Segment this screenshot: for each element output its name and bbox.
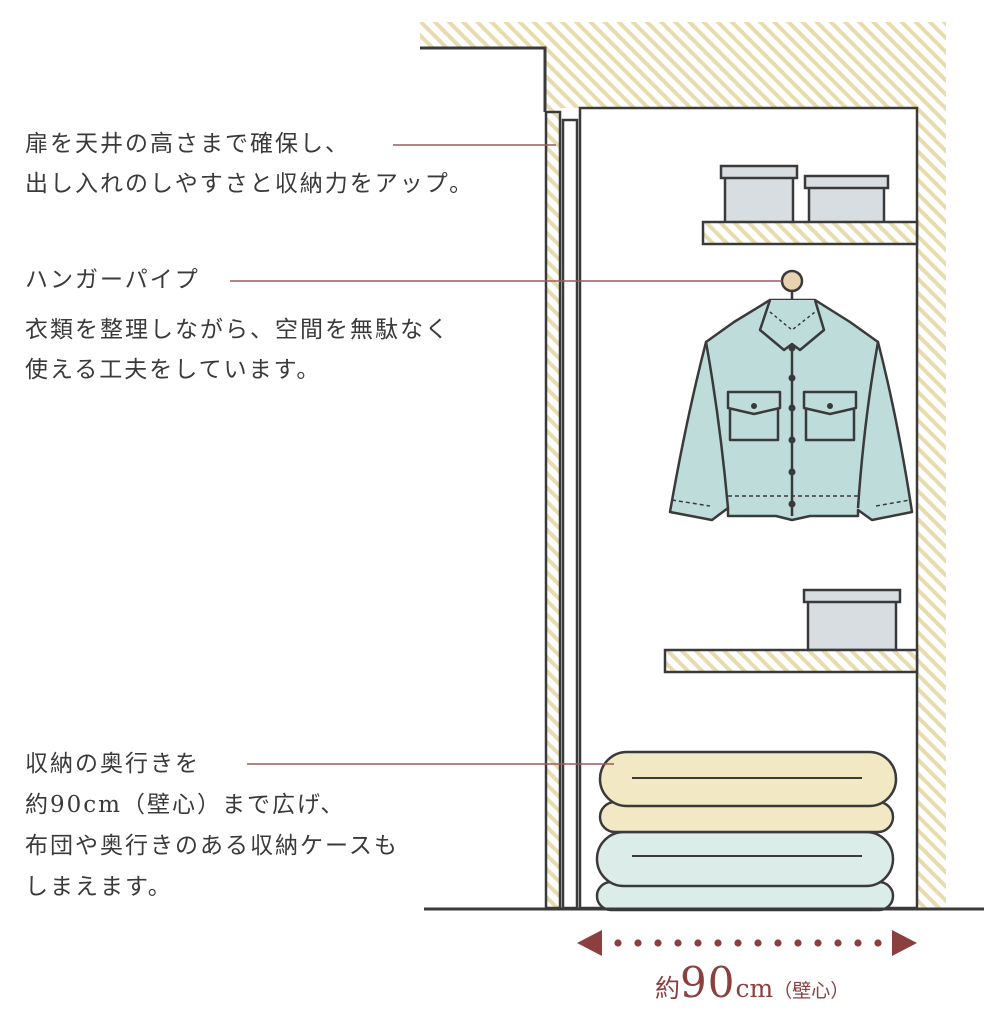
- door-note: 扉を天井の高さまで確保し、 出し入れのしやすさと収納力をアップ。: [25, 124, 474, 204]
- arrow-dot: [774, 939, 782, 947]
- arrow-dot: [834, 939, 842, 947]
- ceiling-outline: [420, 46, 547, 112]
- door-note-line-1: 扉を天井の高さまで確保し、: [25, 131, 350, 157]
- hanger-pipe: [780, 269, 804, 293]
- dimension-unit: cm: [735, 974, 774, 1003]
- arrow-dot: [854, 939, 862, 947]
- arrow-dot: [654, 939, 662, 947]
- dimension-note: （壁心）: [773, 980, 850, 1002]
- hanger-title-text: ハンガーパイプ: [25, 267, 200, 293]
- arrow-dot: [734, 939, 742, 947]
- dimension-number: 90: [680, 958, 736, 1007]
- storage-box-2: [803, 174, 890, 226]
- arrow-dot: [794, 939, 802, 947]
- storage-box-3: [802, 588, 902, 652]
- futon-stack: [595, 750, 898, 912]
- hanger-title: ハンガーパイプ: [25, 260, 200, 300]
- depth-note: 収納の奥行きを 約90cm（壁心）まで広げ、 布団や奥行きのある収納ケースも し…: [25, 744, 399, 908]
- arrow-dot: [674, 939, 682, 947]
- arrow-left-head: [577, 930, 602, 956]
- arrow-dot: [754, 939, 762, 947]
- door-panel-inner: [561, 118, 579, 910]
- depth-note-line-4: しまえます。: [25, 874, 173, 900]
- arrow-dot: [714, 939, 722, 947]
- hanger-note: 衣類を整理しながら、空間を無駄なく 使える工夫をしています。: [25, 310, 450, 390]
- hanger-note-line-1: 衣類を整理しながら、空間を無駄なく: [25, 317, 450, 343]
- arrow-dot: [814, 939, 822, 947]
- depth-dimension-arrow: [577, 930, 917, 956]
- depth-note-line-3: 布団や奥行きのある収納ケースも: [25, 833, 399, 859]
- arrow-right-head: [892, 930, 917, 956]
- hanger-note-line-2: 使える工夫をしています。: [25, 357, 322, 383]
- door-note-line-2: 出し入れのしやすさと収納力をアップ。: [25, 171, 475, 197]
- dimension-prefix: 約: [655, 974, 681, 1003]
- door-panel-outer: [544, 110, 562, 910]
- depth-note-line-2: 約90cm（壁心）まで広げ、: [25, 792, 346, 818]
- jacket-buttons: [751, 344, 833, 508]
- upper-shelf: [701, 220, 919, 246]
- depth-dimension-label: 約90cm（壁心）: [655, 958, 849, 1007]
- storage-box-1: [719, 164, 799, 226]
- lower-shelf: [663, 648, 919, 674]
- arrow-dot: [614, 939, 622, 947]
- arrow-dot: [694, 939, 702, 947]
- depth-note-line-1: 収納の奥行きを: [25, 751, 200, 777]
- arrow-dot: [874, 939, 882, 947]
- arrow-dot: [634, 939, 642, 947]
